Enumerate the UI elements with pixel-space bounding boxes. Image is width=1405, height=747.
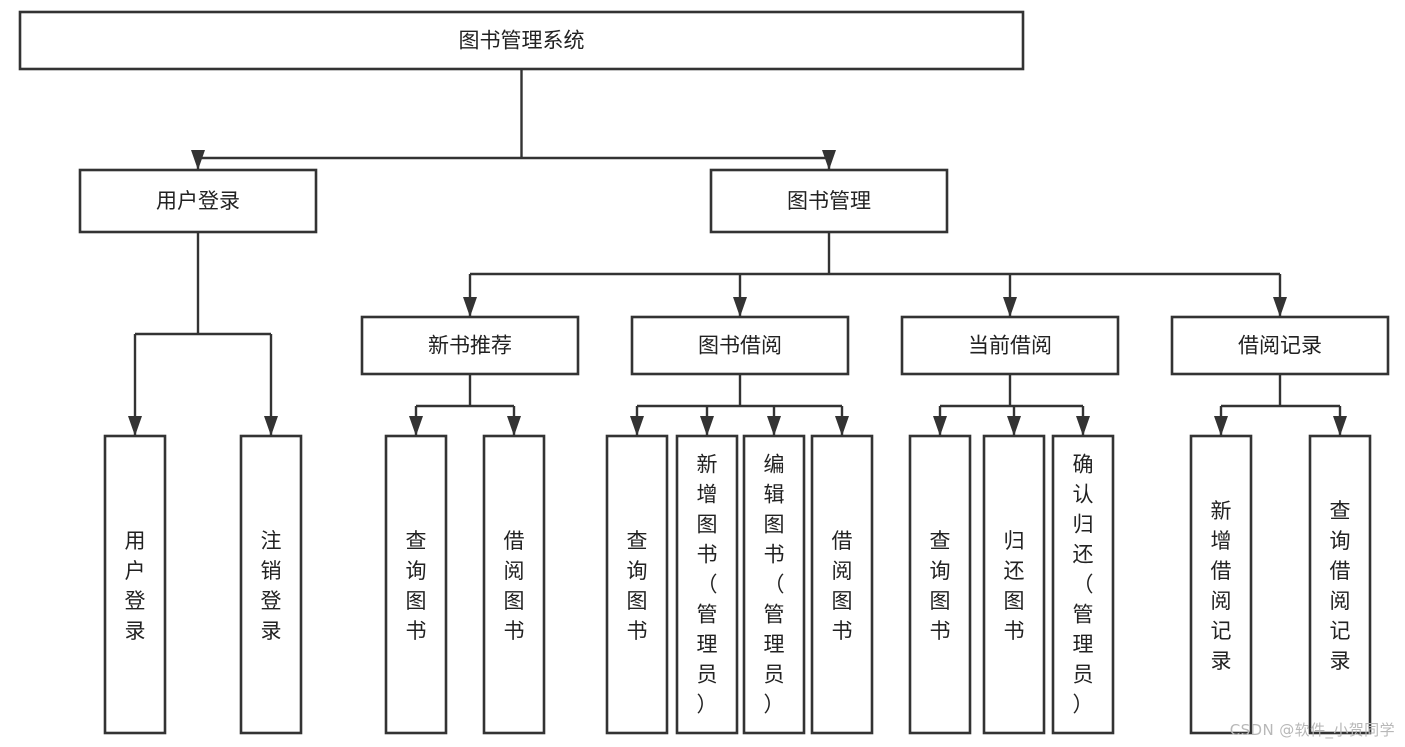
arrow-head-icon-add-borrow-record <box>1214 416 1228 436</box>
node-box-user-login[interactable] <box>78 168 318 234</box>
node-box-book-manage[interactable] <box>709 168 949 234</box>
node-box-book-borrow[interactable] <box>630 315 850 376</box>
node-borrow-book[interactable]: 借阅图书 <box>810 434 874 735</box>
node-label-user-login-leaf: 用户登录 <box>125 529 146 643</box>
node-box-add-borrow-record[interactable] <box>1189 434 1253 735</box>
node-box-query-book-current[interactable] <box>908 434 972 735</box>
node-user-login[interactable]: 用户登录 <box>78 168 318 234</box>
node-label-query-book-borrow: 查询图书 <box>627 529 648 643</box>
arrow-head-icon-user-logout-leaf <box>264 416 278 436</box>
node-add-book-admin[interactable]: 新增图书（管理员） <box>675 434 739 735</box>
node-label-query-borrow-record: 查询借阅记录 <box>1330 499 1351 673</box>
arrow-head-icon-borrow-book <box>835 416 849 436</box>
node-label-return-book: 归还图书 <box>1004 529 1025 643</box>
arrow-head-icon-user-login-leaf <box>128 416 142 436</box>
node-box-user-logout-leaf[interactable] <box>239 434 303 735</box>
node-return-book[interactable]: 归还图书 <box>982 434 1046 735</box>
nodes-layer: 图书管理系统用户登录图书管理用户登录注销登录新书推荐查询图书借阅图书图书借阅查询… <box>18 10 1390 735</box>
arrow-head-icon-query-borrow-record <box>1333 416 1347 436</box>
node-label-edit-book-admin: 编辑图书（管理员） <box>764 452 785 716</box>
node-label-add-borrow-record: 新增借阅记录 <box>1211 499 1232 673</box>
node-new-book-rec[interactable]: 新书推荐 <box>360 315 580 376</box>
node-label-root: 图书管理系统 <box>459 29 585 53</box>
node-label-book-borrow: 图书借阅 <box>698 334 782 358</box>
node-add-borrow-record[interactable]: 新增借阅记录 <box>1189 434 1253 735</box>
node-borrow-book-rec[interactable]: 借阅图书 <box>482 434 546 735</box>
arrow-head-icon-query-book-current <box>933 416 947 436</box>
node-label-borrow-record: 借阅记录 <box>1238 334 1322 358</box>
node-box-root[interactable] <box>18 10 1025 71</box>
arrow-head-icon-borrow-book-rec <box>507 416 521 436</box>
node-label-query-book-current: 查询图书 <box>930 529 951 643</box>
watermark-label: CSDN @软件_小贺同学 <box>1229 721 1395 739</box>
node-query-book-rec[interactable]: 查询图书 <box>384 434 448 735</box>
node-box-borrow-record[interactable] <box>1170 315 1390 376</box>
arrow-head-icon-confirm-return-admin <box>1076 416 1090 436</box>
node-box-current-borrow[interactable] <box>900 315 1120 376</box>
arrow-head-icon-book-manage <box>822 150 836 170</box>
arrow-head-icon-book-borrow <box>733 297 747 317</box>
node-label-current-borrow: 当前借阅 <box>968 334 1052 358</box>
arrow-head-icon-user-login <box>191 150 205 170</box>
node-box-borrow-book[interactable] <box>810 434 874 735</box>
node-box-query-borrow-record[interactable] <box>1308 434 1372 735</box>
node-root[interactable]: 图书管理系统 <box>18 10 1025 71</box>
node-label-query-book-rec: 查询图书 <box>406 529 427 643</box>
arrow-head-icon-borrow-record <box>1273 297 1287 317</box>
node-label-book-manage: 图书管理 <box>787 189 871 213</box>
node-label-new-book-rec: 新书推荐 <box>428 334 512 358</box>
arrow-head-icon-query-book-borrow <box>630 416 644 436</box>
node-box-add-book-admin[interactable] <box>675 434 739 735</box>
node-box-query-book-rec[interactable] <box>384 434 448 735</box>
node-current-borrow[interactable]: 当前借阅 <box>900 315 1120 376</box>
arrow-head-icon-current-borrow <box>1003 297 1017 317</box>
node-box-edit-book-admin[interactable] <box>742 434 806 735</box>
node-label-add-book-admin: 新增图书（管理员） <box>697 452 718 716</box>
node-confirm-return-admin[interactable]: 确认归还（管理员） <box>1051 434 1115 735</box>
node-label-user-logout-leaf: 注销登录 <box>261 529 282 643</box>
node-label-borrow-book: 借阅图书 <box>832 529 853 643</box>
node-box-borrow-book-rec[interactable] <box>482 434 546 735</box>
node-user-logout-leaf[interactable]: 注销登录 <box>239 434 303 735</box>
node-box-new-book-rec[interactable] <box>360 315 580 376</box>
node-query-borrow-record[interactable]: 查询借阅记录 <box>1308 434 1372 735</box>
node-label-confirm-return-admin: 确认归还（管理员） <box>1073 452 1094 716</box>
node-borrow-record[interactable]: 借阅记录 <box>1170 315 1390 376</box>
node-book-manage[interactable]: 图书管理 <box>709 168 949 234</box>
node-query-book-borrow[interactable]: 查询图书 <box>605 434 669 735</box>
node-query-book-current[interactable]: 查询图书 <box>908 434 972 735</box>
node-box-user-login-leaf[interactable] <box>103 434 167 735</box>
node-edit-book-admin[interactable]: 编辑图书（管理员） <box>742 434 806 735</box>
node-box-confirm-return-admin[interactable] <box>1051 434 1115 735</box>
node-box-query-book-borrow[interactable] <box>605 434 669 735</box>
node-label-user-login: 用户登录 <box>156 189 240 213</box>
arrow-head-icon-query-book-rec <box>409 416 423 436</box>
node-label-borrow-book-rec: 借阅图书 <box>504 529 525 643</box>
connectors-layer <box>128 69 1347 436</box>
arrow-head-icon-new-book-rec <box>463 297 477 317</box>
node-box-return-book[interactable] <box>982 434 1046 735</box>
node-user-login-leaf[interactable]: 用户登录 <box>103 434 167 735</box>
arrow-head-icon-add-book-admin <box>700 416 714 436</box>
arrow-head-icon-return-book <box>1007 416 1021 436</box>
arrow-head-icon-edit-book-admin <box>767 416 781 436</box>
node-book-borrow[interactable]: 图书借阅 <box>630 315 850 376</box>
